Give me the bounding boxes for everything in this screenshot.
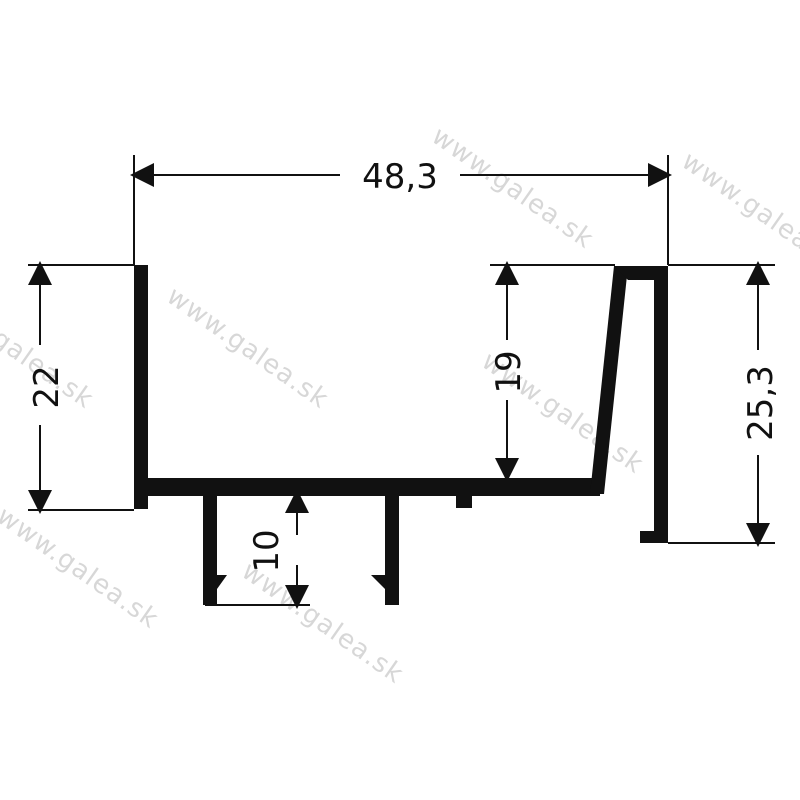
dim-label-width-total: 48,3 bbox=[362, 157, 438, 197]
dimension-lines bbox=[28, 163, 770, 609]
right-leg bbox=[385, 494, 399, 605]
watermark-3: www.galea.sk bbox=[676, 146, 800, 280]
dim-label-right-height: 25,3 bbox=[741, 365, 781, 441]
left-leg-hook bbox=[203, 575, 227, 589]
watermark-1: www.galea.sk bbox=[161, 281, 334, 415]
watermark-group: www.galea.sk www.galea.sk www.galea.sk w… bbox=[0, 121, 800, 690]
watermark-2: www.galea.sk bbox=[426, 121, 599, 255]
slanted-wall bbox=[590, 266, 628, 494]
dim-label-inner-height: 19 bbox=[489, 350, 529, 393]
profile-shape bbox=[134, 265, 668, 605]
right-wall bbox=[654, 266, 668, 543]
watermark-5: www.galea.sk bbox=[0, 501, 164, 635]
dim-label-left-height: 22 bbox=[27, 365, 67, 408]
left-wall bbox=[134, 265, 148, 509]
right-leg-hook bbox=[371, 575, 385, 589]
right-foot bbox=[640, 531, 668, 543]
dim-label-leg-height: 10 bbox=[247, 529, 287, 572]
small-tab bbox=[456, 494, 472, 508]
base-plate bbox=[134, 478, 600, 496]
